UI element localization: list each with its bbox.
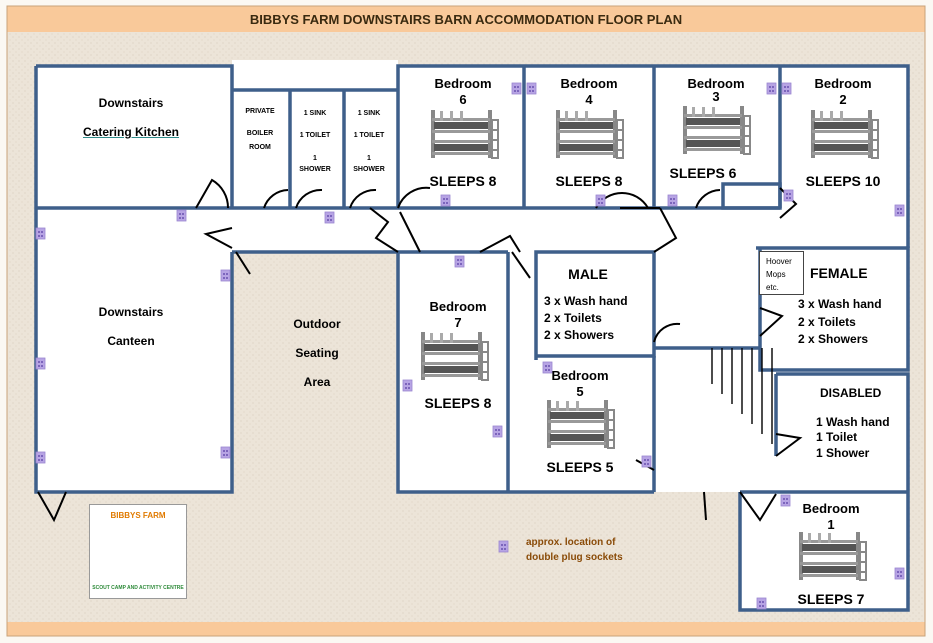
stairs bbox=[711, 348, 773, 444]
outdoor-seating-area bbox=[236, 256, 398, 492]
walls bbox=[34, 64, 910, 612]
boiler-label-line1: PRIVATE bbox=[245, 108, 275, 115]
female-line3: 2 x Showers bbox=[798, 332, 869, 346]
bedroom5-number: 5 bbox=[576, 384, 584, 399]
wc2-line3: 1 bbox=[367, 155, 371, 162]
bedroom7-name: Bedroom bbox=[429, 299, 487, 314]
hoover-line3: etc. bbox=[766, 283, 779, 292]
page-title: BIBBYS FARM DOWNSTAIRS BARN ACCOMMODATIO… bbox=[249, 12, 683, 27]
bedroom1-sleeps: SLEEPS 7 bbox=[797, 591, 865, 607]
wc2-line1: 1 SINK bbox=[357, 110, 381, 117]
bedroom6-sleeps: SLEEPS 8 bbox=[429, 173, 497, 189]
female-line2: 2 x Toilets bbox=[798, 315, 856, 329]
female-title: FEMALE bbox=[810, 265, 868, 281]
title-banner bbox=[7, 6, 925, 32]
bedroom2-number: 2 bbox=[839, 92, 847, 107]
boiler-label-line2: BOILER bbox=[246, 130, 274, 137]
bedroom2-sleeps: SLEEPS 10 bbox=[805, 173, 881, 189]
bedroom6-name: Bedroom bbox=[434, 76, 492, 91]
boiler-label-line3: ROOM bbox=[249, 144, 271, 151]
bedroom1-name: Bedroom bbox=[802, 501, 860, 516]
legend-line2: double plug sockets bbox=[526, 552, 623, 563]
male-title: MALE bbox=[568, 266, 608, 282]
bedroom7-number: 7 bbox=[454, 315, 462, 330]
wc2-line2: 1 TOILET bbox=[353, 132, 385, 139]
bottom-banner bbox=[7, 622, 925, 636]
bedroom3-name: Bedroom bbox=[687, 76, 745, 91]
bedroom4-name: Bedroom bbox=[560, 76, 618, 91]
wc1-line3: 1 bbox=[313, 155, 317, 162]
outdoor-line2: Seating bbox=[295, 346, 339, 360]
bedroom4-number: 4 bbox=[585, 92, 593, 107]
female-line1: 3 x Wash hand bbox=[798, 297, 882, 311]
bedroom6-number: 6 bbox=[459, 92, 467, 107]
logo-ring-text: SCOUT CAMP AND ACTIVITY CENTRE bbox=[92, 585, 184, 591]
outdoor-line1: Outdoor bbox=[293, 317, 341, 331]
male-line2: 2 x Toilets bbox=[544, 311, 602, 325]
logo-box bbox=[89, 504, 187, 599]
bedroom5-sleeps: SLEEPS 5 bbox=[546, 459, 614, 475]
bedroom2-name: Bedroom bbox=[814, 76, 872, 91]
wc2-line4: SHOWER bbox=[353, 166, 385, 173]
wc1-line4: SHOWER bbox=[299, 166, 331, 173]
bedroom3-number: 3 bbox=[712, 89, 720, 104]
hoover-line2: Mops bbox=[766, 270, 786, 279]
outdoor-line3: Area bbox=[303, 375, 331, 389]
disabled-line1: 1 Wash hand bbox=[816, 415, 890, 429]
bedroom3-sleeps: SLEEPS 6 bbox=[669, 165, 737, 181]
hoover-cupboard: Hoover Mops etc. bbox=[759, 251, 804, 295]
legend-line1: approx. location of bbox=[526, 537, 616, 548]
bedroom7-sleeps: SLEEPS 8 bbox=[424, 395, 492, 411]
disabled-line2: 1 Toilet bbox=[816, 430, 858, 444]
bedroom1-number: 1 bbox=[827, 517, 835, 532]
disabled-line3: 1 Shower bbox=[816, 446, 870, 460]
kitchen-label-line1: Downstairs bbox=[98, 96, 164, 110]
male-line3: 2 x Showers bbox=[544, 328, 615, 342]
wc1-line1: 1 SINK bbox=[303, 110, 327, 117]
canteen-label-line2: Canteen bbox=[107, 334, 155, 348]
logo-top-text: BIBBYS FARM bbox=[110, 511, 166, 520]
hoover-line1: Hoover bbox=[766, 257, 792, 266]
canteen-label-line1: Downstairs bbox=[98, 305, 164, 319]
bedroom5-name: Bedroom bbox=[551, 368, 609, 383]
disabled-title: DISABLED bbox=[820, 386, 882, 400]
kitchen-label-line2: Catering Kitchen bbox=[82, 125, 180, 139]
male-line1: 3 x Wash hand bbox=[544, 294, 628, 308]
wc1-line2: 1 TOILET bbox=[299, 132, 331, 139]
bedroom4-sleeps: SLEEPS 8 bbox=[555, 173, 623, 189]
